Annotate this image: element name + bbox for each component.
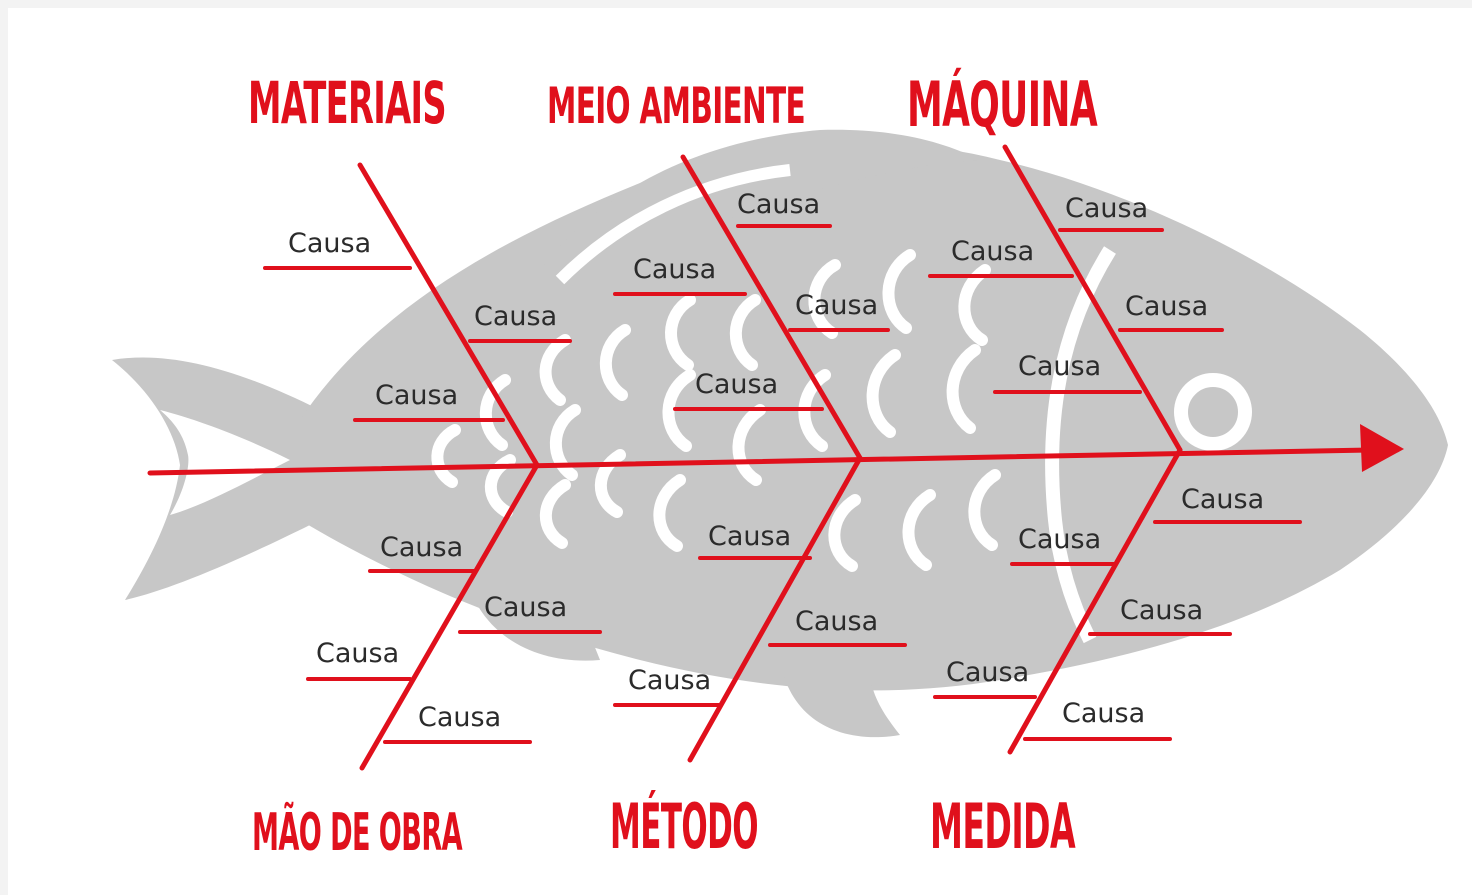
fish-bottom-fin — [470, 590, 600, 661]
diagram-canvas: MATERIAIS MEIO AMBIENTE MÁQUINA MÃO DE O… — [8, 8, 1472, 895]
bone-metodo — [687, 455, 863, 763]
cause-label: Causa — [633, 254, 716, 285]
fish-fin-line — [555, 164, 791, 285]
cause-label: Causa — [418, 702, 501, 733]
fish-top-fin — [540, 129, 980, 270]
fish-tail-notch — [160, 410, 290, 515]
cause-label: Causa — [951, 236, 1034, 267]
cause-label: Causa — [484, 592, 567, 623]
cause-label: Causa — [946, 657, 1029, 688]
cause-label: Causa — [708, 521, 791, 552]
fish-scales — [431, 249, 1001, 572]
cause-label: Causa — [695, 369, 778, 400]
bone-mao-de-obra — [359, 462, 540, 771]
bones — [147, 144, 1404, 771]
spine-arrowhead — [1360, 424, 1404, 472]
cause-label: Causa — [375, 380, 458, 411]
causes: Causa Causa Causa Causa Causa Causa Caus… — [263, 189, 1302, 744]
fish-bottom-fin-2 — [780, 660, 900, 738]
cause-label: Causa — [628, 665, 711, 696]
cause-label: Causa — [795, 290, 878, 321]
cause-label: Causa — [1125, 291, 1208, 322]
category-label-mao-de-obra: MÃO DE OBRA — [252, 802, 462, 863]
category-label-metodo: MÉTODO — [610, 790, 758, 863]
cause-label: Causa — [288, 228, 371, 259]
cause-label: Causa — [474, 301, 557, 332]
cause-label: Causa — [795, 606, 878, 637]
category-label-materiais: MATERIAIS — [248, 69, 446, 137]
bone-meio-ambiente — [680, 154, 863, 461]
category-label-meio-ambiente: MEIO AMBIENTE — [547, 77, 805, 135]
spine — [147, 447, 1373, 476]
cause-label: Causa — [1018, 524, 1101, 555]
cause-label: Causa — [380, 532, 463, 563]
cause-label: Causa — [1065, 193, 1148, 224]
bone-materiais — [357, 162, 540, 468]
cause-label: Causa — [1062, 698, 1145, 729]
cause-label: Causa — [1018, 351, 1101, 382]
fish-eye — [1174, 373, 1252, 451]
bone-medida — [1007, 447, 1183, 755]
fish-silhouette — [112, 129, 1448, 738]
bone-maquina — [1002, 144, 1183, 453]
cause-label: Causa — [316, 638, 399, 669]
cause-label: Causa — [737, 189, 820, 220]
category-label-medida: MEDIDA — [930, 790, 1075, 863]
category-label-maquina: MÁQUINA — [907, 68, 1098, 141]
cause-label: Causa — [1120, 595, 1203, 626]
fishbone-diagram: MATERIAIS MEIO AMBIENTE MÁQUINA MÃO DE O… — [112, 68, 1448, 863]
fish-gill — [1045, 246, 1116, 644]
cause-label: Causa — [1181, 484, 1264, 515]
